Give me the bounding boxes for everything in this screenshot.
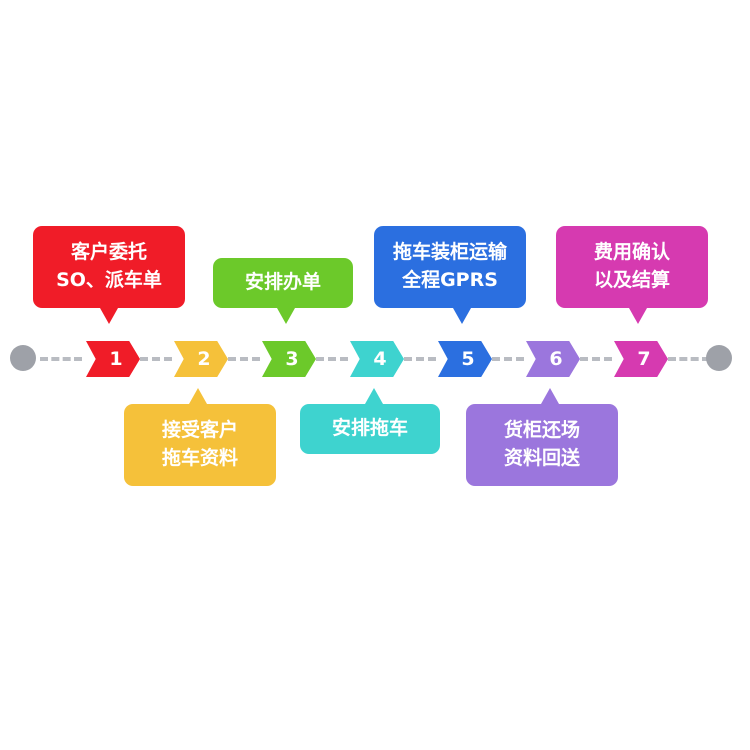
callout-step-2-tail (189, 388, 207, 404)
step-number-2: 2 (197, 347, 211, 370)
callout-step-4[interactable]: 安排拖车 (300, 404, 440, 454)
dash-segment-1-2 (140, 357, 172, 361)
dash-segment-5-6 (492, 357, 524, 361)
callout-step-3-line-1: 安排办单 (244, 271, 321, 294)
callout-step-7-line-1: 费用确认 (593, 241, 670, 264)
timeline-track: 1 2 3 4 5 6 7 (0, 341, 750, 377)
step-number-4: 4 (373, 347, 387, 370)
callout-step-2-line-1: 接受客户 (161, 419, 238, 442)
callout-step-2-line-2: 拖车资料 (161, 447, 238, 469)
step-number-1: 1 (109, 347, 123, 370)
callout-step-3-tail (277, 308, 295, 324)
dash-segment-4-5 (404, 357, 436, 361)
callout-step-5[interactable]: 拖车装柜运输 全程GPRS (374, 226, 526, 308)
callout-step-3[interactable]: 安排办单 (213, 258, 353, 308)
callout-step-7-tail (629, 308, 647, 324)
timeline-start-dot (10, 345, 36, 371)
callout-step-5-line-2: 全程GPRS (402, 269, 498, 291)
dash-segment-start (40, 357, 82, 361)
step-marker-6[interactable]: 6 (526, 341, 580, 377)
callout-step-1-line-1: 客户委托 (70, 241, 147, 264)
callout-step-1[interactable]: 客户委托 SO、派车单 (33, 226, 185, 308)
callout-step-5-line-1: 拖车装柜运输 (392, 241, 507, 264)
step-marker-5[interactable]: 5 (438, 341, 492, 377)
step-number-7: 7 (637, 347, 651, 370)
step-marker-2[interactable]: 2 (174, 341, 228, 377)
step-number-5: 5 (461, 347, 475, 370)
callout-step-5-tail (453, 308, 471, 324)
callout-step-1-tail (100, 308, 118, 324)
callout-step-7[interactable]: 费用确认 以及结算 (556, 226, 708, 308)
timeline-end-dot (706, 345, 732, 371)
callout-step-6-line-1: 货柜还场 (503, 419, 580, 442)
callout-step-4-line-1: 安排拖车 (331, 417, 408, 440)
callout-step-2[interactable]: 接受客户 拖车资料 (124, 404, 276, 486)
step-number-6: 6 (549, 347, 563, 370)
callout-step-6-tail (541, 388, 559, 404)
step-number-3: 3 (285, 347, 299, 370)
dash-segment-end (668, 357, 710, 361)
dash-segment-2-3 (228, 357, 260, 361)
callout-step-7-line-2: 以及结算 (593, 269, 670, 291)
step-marker-3[interactable]: 3 (262, 341, 316, 377)
step-marker-7[interactable]: 7 (614, 341, 668, 377)
callout-step-6-line-2: 资料回送 (503, 447, 580, 469)
callout-step-1-line-2: SO、派车单 (56, 269, 162, 291)
dash-segment-3-4 (316, 357, 348, 361)
callout-step-6[interactable]: 货柜还场 资料回送 (466, 404, 618, 486)
step-marker-1[interactable]: 1 (86, 341, 140, 377)
dash-segment-6-7 (580, 357, 612, 361)
step-marker-4[interactable]: 4 (350, 341, 404, 377)
callout-step-4-tail (365, 388, 383, 404)
